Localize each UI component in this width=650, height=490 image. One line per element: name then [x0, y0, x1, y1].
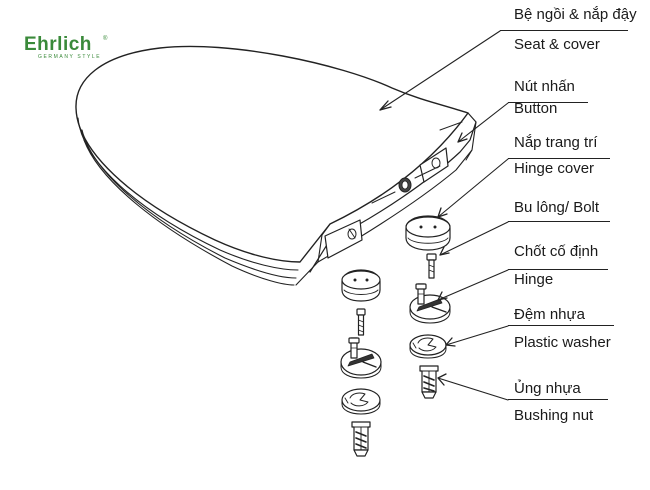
- leader-lines: [379, 30, 509, 401]
- brand-name: Ehrlich: [24, 34, 92, 55]
- left-plastic-washer: [341, 388, 381, 415]
- rule-button: [508, 102, 588, 103]
- label-bolt-vi: Bu lông/ Bolt: [514, 199, 600, 216]
- registered-mark: ®: [103, 36, 108, 42]
- rule-bushing-nut: [508, 399, 608, 400]
- right-bolt: [426, 253, 437, 279]
- label-plastic-washer-vi: Đệm nhựa: [514, 306, 585, 323]
- label-seat-cover-vi: Bệ ngồi & nắp đậy: [514, 6, 637, 23]
- label-button-vi: Nút nhấn: [514, 78, 575, 95]
- label-button-en: Button: [514, 100, 558, 117]
- label-hinge-en: Hinge: [514, 271, 554, 288]
- left-hardware-stack: [340, 269, 382, 457]
- leader-hinge: [437, 269, 509, 301]
- rule-bolt: [508, 221, 610, 222]
- seat-and-cover-drawing: [75, 45, 477, 286]
- label-hinge-vi: Chốt cố định: [514, 243, 599, 260]
- brand-logo: Ehrlich GERMANY STYLE: [24, 35, 101, 60]
- label-plastic-washer-en: Plastic washer: [514, 334, 611, 351]
- label-seat-cover-en: Seat & cover: [514, 36, 600, 53]
- left-hinge: [340, 337, 382, 379]
- label-bushing-nut-vi: Ủng nhựa: [514, 380, 581, 397]
- right-hinge: [409, 283, 451, 324]
- right-plastic-washer: [409, 334, 447, 359]
- rule-hinge: [508, 269, 608, 270]
- leader-seat-cover: [379, 30, 501, 111]
- left-bushing-nut: [351, 421, 371, 457]
- leader-hinge-cover: [437, 158, 509, 218]
- label-bushing-nut-en: Bushing nut: [514, 407, 594, 424]
- leader-plastic-washer: [445, 325, 509, 346]
- label-hinge-cover-vi: Nắp trang trí: [514, 134, 598, 151]
- leader-button: [457, 102, 509, 143]
- right-hardware-stack: [405, 215, 451, 399]
- right-bushing-nut: [419, 365, 439, 399]
- rule-plastic-washer: [508, 325, 614, 326]
- left-hinge-cover: [341, 269, 381, 302]
- rule-seat-cover: [500, 30, 628, 31]
- left-bolt: [356, 308, 366, 336]
- right-hinge-cover: [405, 215, 451, 251]
- leader-bolt: [439, 221, 509, 256]
- label-hinge-cover-en: Hinge cover: [514, 160, 595, 177]
- brand-tagline: GERMANY STYLE: [38, 54, 102, 60]
- leader-bushing-nut: [437, 377, 509, 401]
- rule-hinge-cover: [508, 158, 610, 159]
